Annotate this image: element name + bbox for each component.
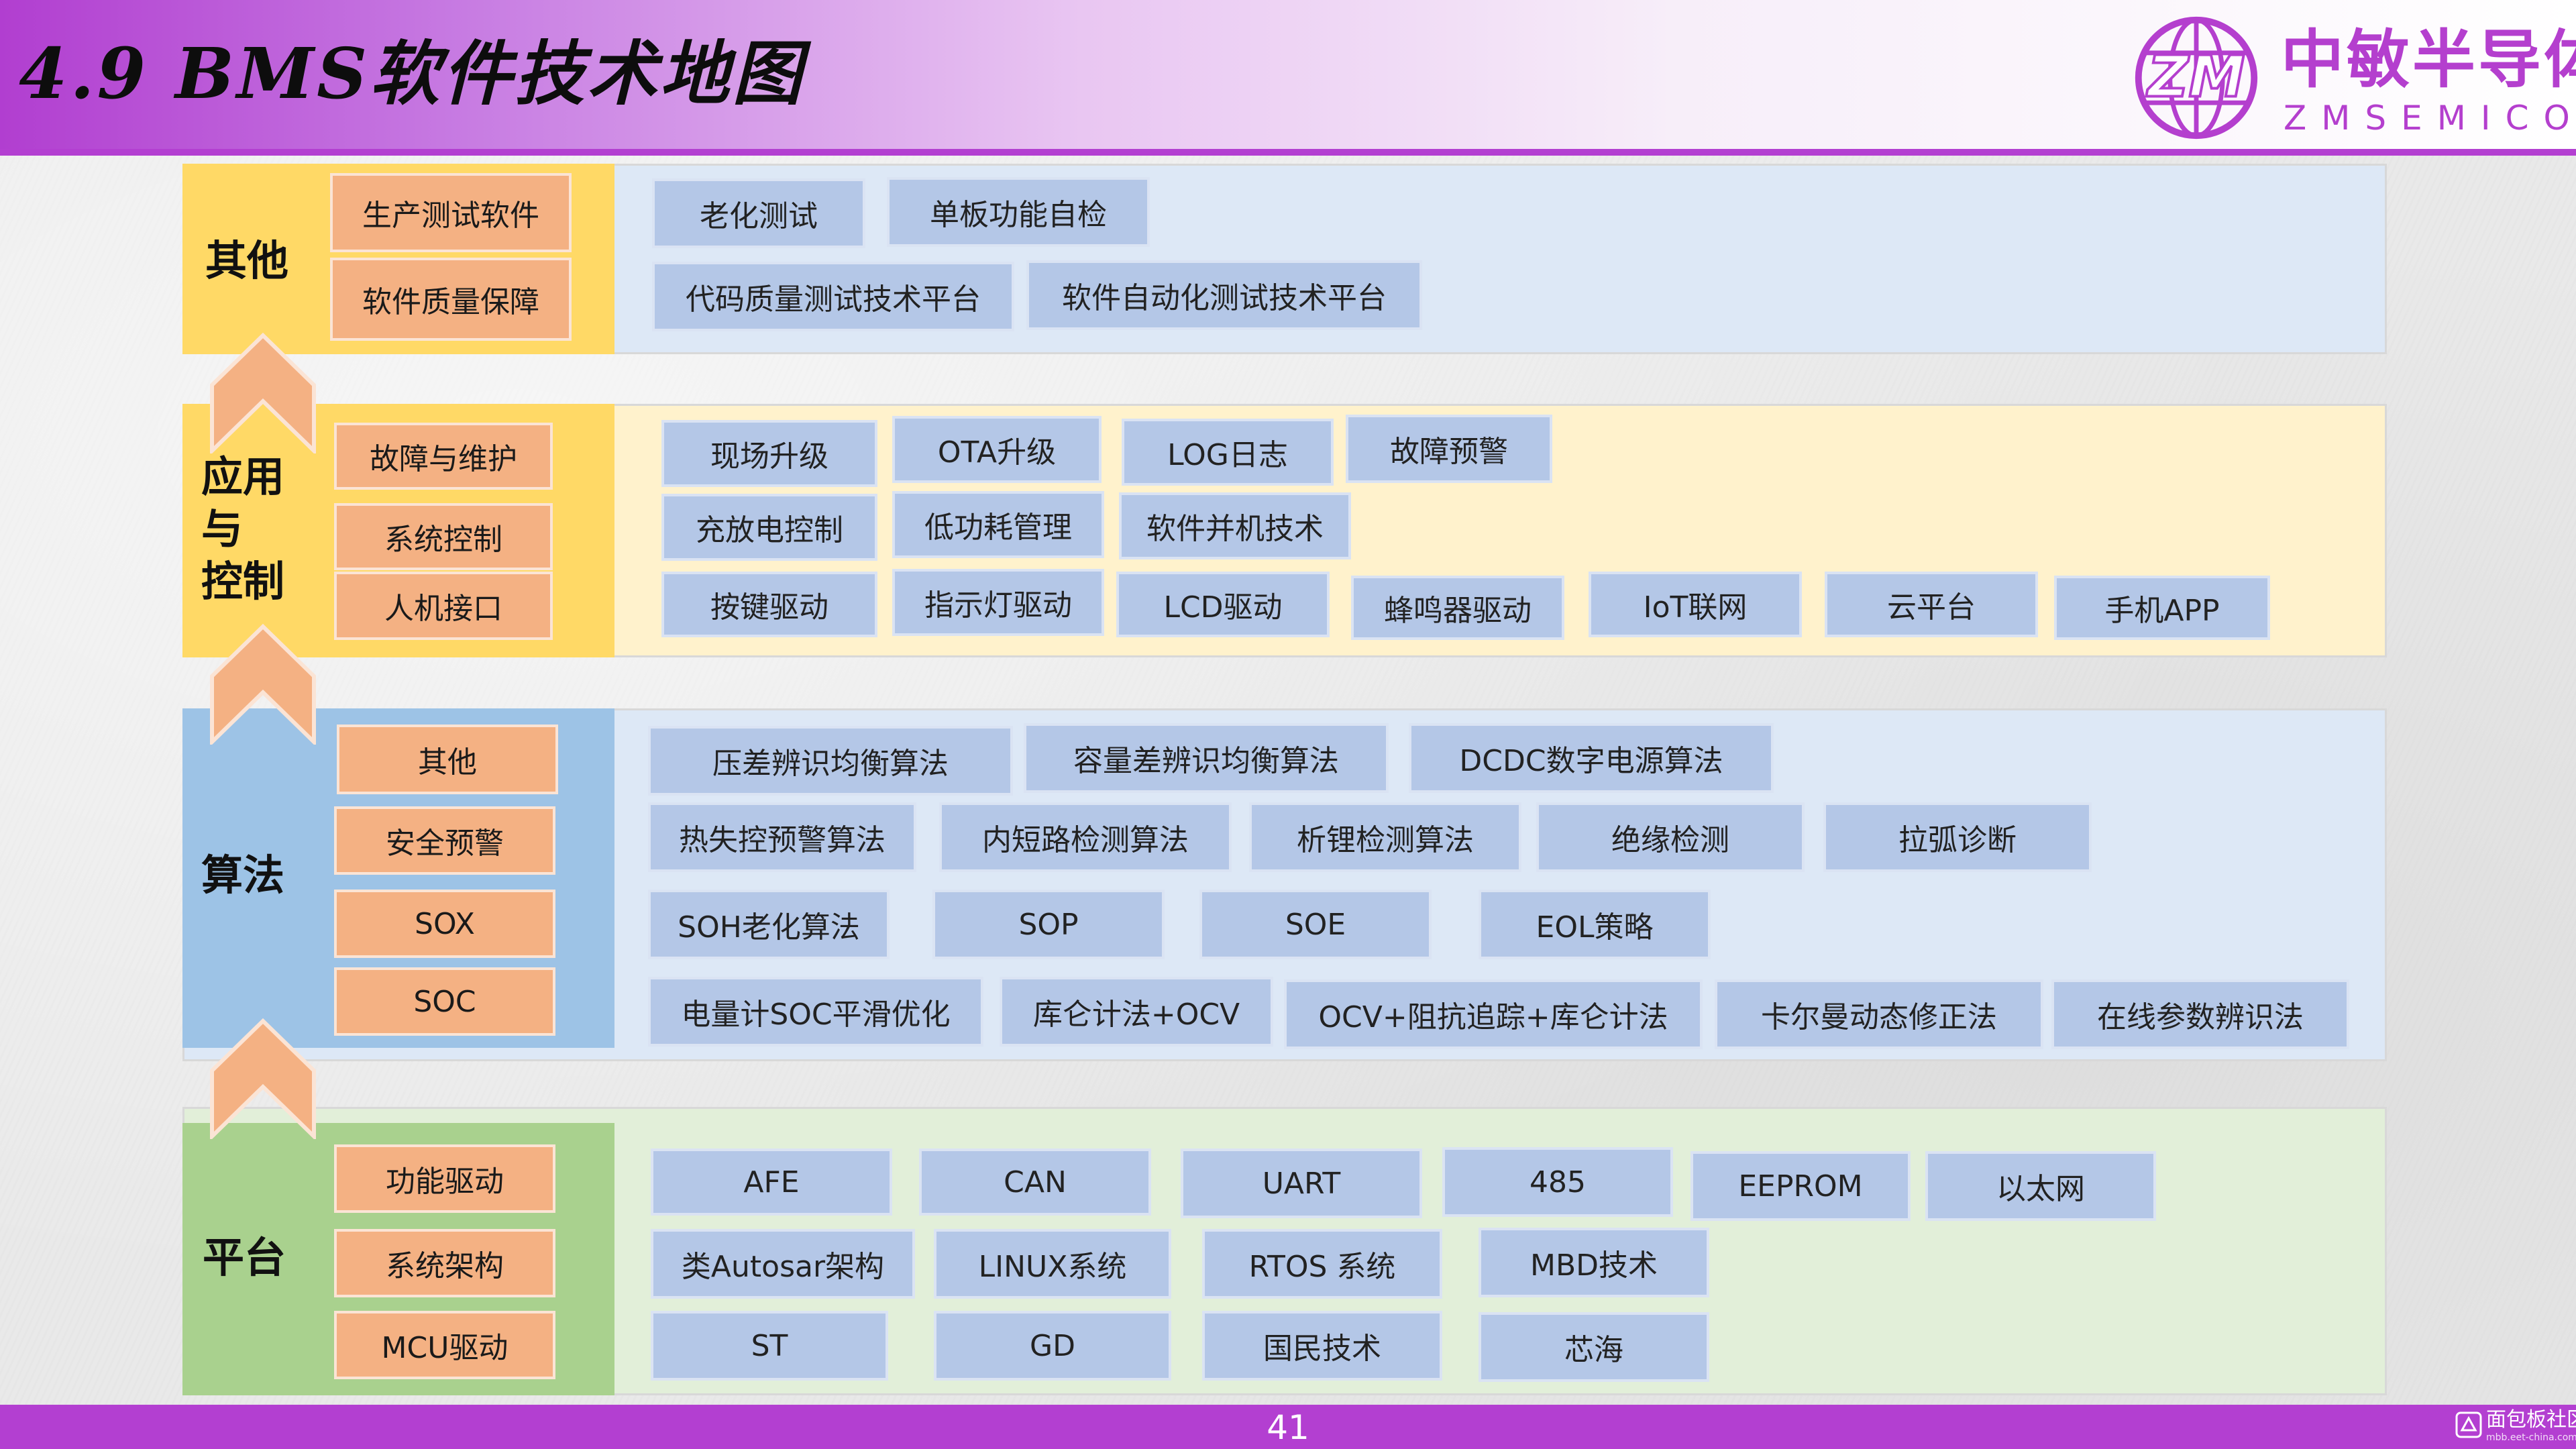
sub-fault-and-maintenance: 故障与维护 [334,423,553,490]
item-485: 485 [1442,1147,1673,1217]
item-linux-system: LINUX系统 [934,1229,1171,1299]
up-chevron-arrow-icon [210,624,316,745]
item-key-driver: 按键驱动 [661,572,877,637]
sub-function-driver: 功能驱动 [334,1144,555,1213]
sub-system-architecture: 系统架构 [334,1229,555,1297]
item-board-self-check: 单板功能自检 [887,177,1150,247]
watermark-url: mbb.eet-china.com [2486,1432,2576,1443]
item-buzzer-driver: 蜂鸣器驱动 [1351,576,1564,640]
item-online-param-identification: 在线参数辨识法 [2051,979,2349,1049]
company-name-cn: 中敏半导体 [2281,23,2576,97]
item-mbd-tech: MBD技术 [1479,1228,1709,1297]
page-number: 41 [1267,1408,1309,1447]
algo-layer-label: 算法 [201,851,285,900]
sub-sox: SOX [334,890,555,958]
item-field-upgrade: 现场升级 [661,420,877,487]
item-cloud-platform: 云平台 [1825,572,2038,637]
item-mobile-app: 手机APP [2054,576,2270,640]
item-fault-warning: 故障预警 [1346,415,1552,483]
item-gd: GD [934,1311,1171,1381]
item-arc-diagnosis: 拉弧诊断 [1823,802,2092,872]
item-soh-algo: SOH老化算法 [648,890,890,959]
item-log: LOG日志 [1122,419,1334,486]
sub-hmi: 人机接口 [334,572,553,640]
svg-text:ZM: ZM [2146,44,2245,109]
sub-software-quality-assurance: 软件质量保障 [330,258,572,341]
watermark-text: 面包板社区 [2486,1408,2576,1432]
item-lithium-plating-algo: 析锂检测算法 [1249,802,1521,872]
item-iot: IoT联网 [1589,572,1802,637]
item-eeprom: EEPROM [1690,1151,1911,1221]
other-layer-label: 其他 [205,236,289,285]
item-chipsea: 芯海 [1479,1312,1709,1382]
item-ota-upgrade: OTA升级 [892,416,1102,483]
item-rtos-system: RTOS 系统 [1202,1229,1442,1299]
item-thermal-runaway-algo: 热失控预警算法 [648,802,916,872]
item-kalman-correction: 卡尔曼动态修正法 [1715,979,2043,1049]
item-code-quality-platform: 代码质量测试技术平台 [652,262,1014,331]
sub-mcu-driver: MCU驱动 [334,1311,555,1379]
sub-algo-other: 其他 [337,724,558,794]
item-insulation-detection: 绝缘检测 [1536,802,1805,872]
title-bar [0,0,2576,149]
item-parallel-tech: 软件并机技术 [1119,492,1351,559]
item-auto-test-platform: 软件自动化测试技术平台 [1026,260,1422,330]
item-low-power-management: 低功耗管理 [892,491,1104,558]
item-soe: SOE [1199,890,1432,959]
item-autosar-arch: 类Autosar架构 [651,1229,915,1299]
item-indicator-driver: 指示灯驱动 [892,569,1104,636]
company-name-en: ZMSEMICON [2284,99,2576,138]
app-layer-label: 应用 与 控制 [201,452,285,606]
up-chevron-arrow-icon [210,1018,316,1139]
item-charge-discharge-control: 充放电控制 [661,494,877,561]
item-soc-smoothing: 电量计SOC平滑优化 [648,977,983,1046]
item-internal-short-algo: 内短路检测算法 [939,802,1232,872]
item-dcdc-algo: DCDC数字电源算法 [1409,723,1774,793]
item-st: ST [651,1311,888,1381]
sub-production-test-software: 生产测试软件 [330,173,572,252]
item-uart: UART [1181,1148,1422,1218]
item-ethernet: 以太网 [1925,1151,2156,1221]
item-sop: SOP [932,890,1165,959]
sub-system-control: 系统控制 [334,503,553,570]
footer-bar [0,1405,2576,1449]
item-ocv-impedance-coulomb: OCV+阻抗追踪+库仑计法 [1284,979,1703,1049]
item-nations-tech: 国民技术 [1202,1311,1442,1381]
platform-layer-label: 平台 [203,1233,286,1282]
item-lcd-driver: LCD驱动 [1116,572,1330,637]
title-underline [0,149,2576,156]
item-afe: AFE [651,1148,892,1216]
item-pressure-balance-algo: 压差辨识均衡算法 [648,726,1013,796]
item-coulomb-ocv: 库仑计法+OCV [1000,977,1273,1046]
item-eol-strategy: EOL策略 [1479,890,1711,959]
item-can: CAN [919,1148,1151,1216]
item-capacity-balance-algo: 容量差辨识均衡算法 [1024,723,1389,793]
up-chevron-arrow-icon [210,333,316,453]
watermark-logo-icon [2455,1411,2482,1438]
zm-globe-logo-icon: ZM [2135,16,2258,140]
sub-safety-warning: 安全预警 [334,806,555,875]
sub-soc: SOC [334,967,555,1036]
page-title: 4.9 BMS软件技术地图 [19,32,805,115]
item-aging-test: 老化测试 [652,178,865,248]
